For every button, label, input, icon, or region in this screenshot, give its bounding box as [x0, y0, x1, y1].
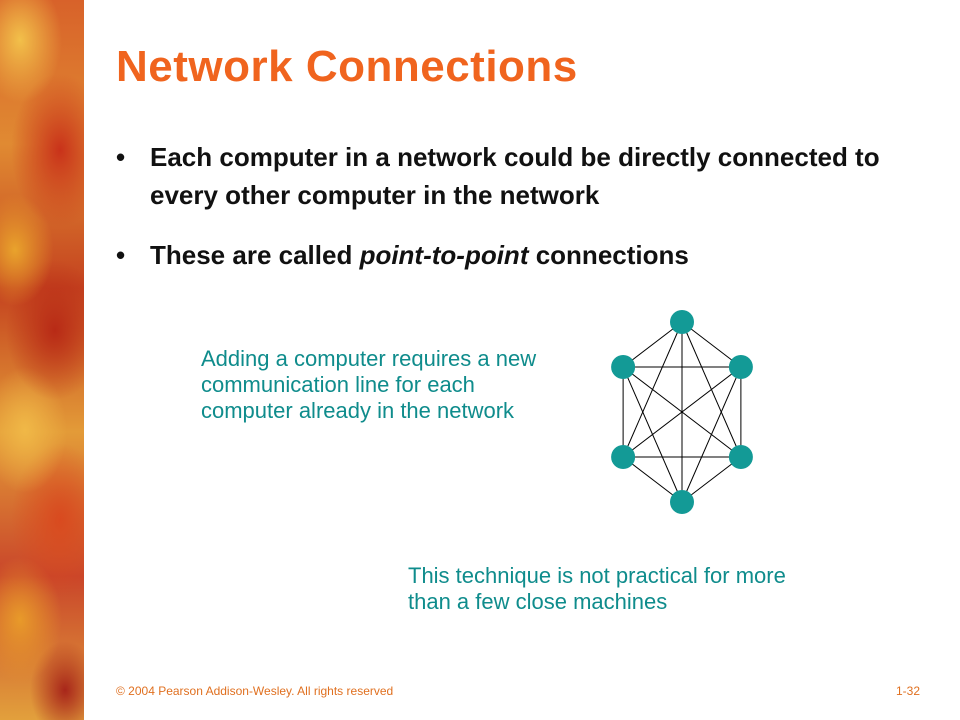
- computer-node: [728, 355, 753, 379]
- network-link: [681, 321, 742, 368]
- network-nodes: [611, 310, 753, 514]
- note-not-practical: This technique is not practical for more…: [408, 563, 786, 614]
- slide-title: Network Connections: [116, 42, 578, 91]
- bullet-text: Each computer in a network could be dire…: [150, 142, 880, 210]
- autumn-leaves-decoration: [0, 0, 84, 720]
- network-link: [622, 321, 683, 368]
- footer-page-number: 1-32: [895, 684, 920, 698]
- computer-node: [728, 445, 753, 469]
- network-link: [622, 366, 683, 503]
- bullet-list: • Each computer in a network could be di…: [116, 138, 926, 296]
- computer-node: [611, 445, 636, 469]
- bullet-text-emphasis: point-to-point: [359, 240, 529, 270]
- bullet-item: • These are called point-to-point connec…: [116, 236, 926, 274]
- point-to-point-network-diagram: [611, 310, 753, 514]
- bullet-marker: •: [116, 142, 126, 172]
- bullet-item: • Each computer in a network could be di…: [116, 138, 926, 214]
- network-link: [681, 456, 742, 503]
- network-link: [622, 456, 683, 503]
- bullet-text-before: These are called: [150, 240, 360, 270]
- note-adding-computer: Adding a computer requires a new communi…: [201, 346, 537, 423]
- network-edges: [622, 321, 742, 503]
- bullet-marker: •: [116, 240, 126, 270]
- computer-node: [670, 490, 694, 514]
- computer-node: [611, 355, 636, 379]
- computer-node: [670, 310, 694, 334]
- network-link: [622, 366, 742, 458]
- bullet-text-after: connections: [528, 240, 689, 270]
- footer-copyright: © 2004 Pearson Addison-Wesley. All right…: [116, 684, 394, 698]
